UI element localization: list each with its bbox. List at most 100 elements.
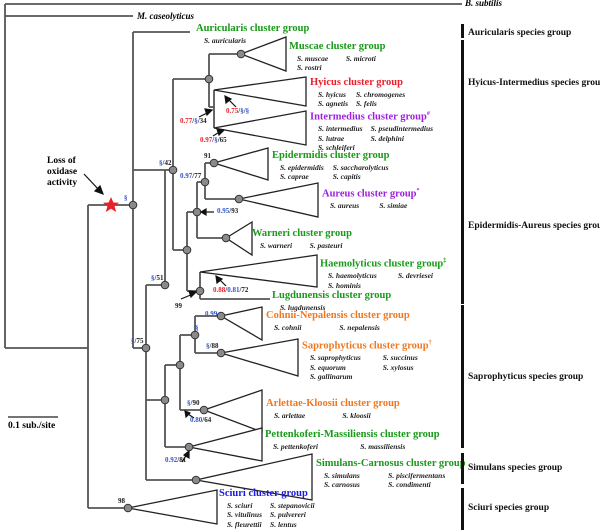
node-pettenkoferi xyxy=(184,442,194,452)
cluster-group-title: Lugdunensis cluster group xyxy=(272,290,392,301)
bracket-simulans xyxy=(461,453,464,484)
species-name: S. massiliensis xyxy=(360,441,406,451)
taxon-m-caseolyticus: M. caseolyticus xyxy=(137,11,194,21)
node-saprophyticus xyxy=(216,348,226,358)
arrowhead-icon xyxy=(93,184,105,196)
clade-saprophyticus xyxy=(220,338,299,377)
clade-warneri xyxy=(224,220,253,257)
species-name: S. xylosus xyxy=(382,362,414,372)
species-name: S. lugdunensis xyxy=(280,302,326,312)
node-hl xyxy=(195,286,205,296)
node-warneri xyxy=(221,233,231,243)
species-name: S. capitis xyxy=(332,172,361,181)
species-name: S. pseudintermedius xyxy=(370,124,434,133)
cluster-group-title: Cohnii-Nepalensis cluster group xyxy=(266,310,410,321)
species-name: S. aureus xyxy=(330,201,360,210)
species-name: S. pulvereri xyxy=(270,510,306,519)
species-group-label: Auricularis species group xyxy=(468,28,572,38)
species-name: S. sciuri xyxy=(227,500,253,510)
support-value: 0.99 xyxy=(205,310,218,318)
species-name: S. pettenkoferi xyxy=(273,441,318,451)
bracket-auricularis xyxy=(461,24,464,38)
cluster-group-title: Epidermidis cluster group xyxy=(272,150,390,161)
species-name: S. chromogenes xyxy=(356,89,406,99)
species-name: S. simulans xyxy=(324,470,360,480)
arrowhead-icon xyxy=(199,207,207,217)
node-ea2 xyxy=(192,207,202,217)
species-name: S. hyicus xyxy=(318,89,346,99)
species-name: S. muscae xyxy=(297,53,329,63)
species-name: S. pasteuri xyxy=(309,240,343,250)
node-75 xyxy=(141,343,151,353)
clade-hyicus xyxy=(213,76,307,107)
node-ea3 xyxy=(200,177,210,187)
species-name: S. vitulinus xyxy=(227,510,263,519)
species-name: S. gallinarum xyxy=(310,372,353,381)
species-name: S. fleurettii xyxy=(227,519,262,529)
node-sap xyxy=(160,395,170,405)
taxon-b-subtilis: B. subtilis xyxy=(465,0,503,8)
support-value: §/90 xyxy=(187,399,200,407)
species-name: S. cohnii xyxy=(274,322,302,332)
oxidase-annotation: Loss of oxidase activity xyxy=(47,156,78,188)
support-value: §/88 xyxy=(206,342,219,350)
clade-pettenkoferi xyxy=(188,427,263,462)
species-name: S. delphini xyxy=(370,133,404,143)
node-simulans xyxy=(191,475,201,485)
node-42 xyxy=(168,165,178,175)
clade-sciuri xyxy=(127,489,218,525)
support-value: 99 xyxy=(175,302,182,310)
support-value: 0.75/§/§ xyxy=(226,107,250,115)
node-sciuri xyxy=(123,503,133,513)
species-group-label: Epidermidis-Aureus species group xyxy=(468,221,600,231)
support-value: 0.97/77 xyxy=(180,172,202,180)
cluster-group-title: Auricularis cluster group xyxy=(196,23,310,34)
node-aureus xyxy=(234,194,244,204)
species-name: S. carnosus xyxy=(324,480,360,489)
species-name: S. intermedius xyxy=(318,124,363,133)
cluster-group-title: Simulans-Carnosus cluster group xyxy=(316,458,466,469)
species-name: S. haemolyticus xyxy=(328,271,377,280)
species-name: S. condimenti xyxy=(388,480,431,489)
support-value: §/75 xyxy=(131,337,144,345)
node-sap2 xyxy=(175,360,185,370)
species-name: S. felis xyxy=(356,99,377,108)
footnote-marker: ‡ xyxy=(443,258,447,264)
species-name: S. schleiferi xyxy=(318,143,355,152)
node-hi xyxy=(204,74,214,84)
footnote-marker: # xyxy=(426,111,430,117)
cluster-group-title: Sciuri cluster group xyxy=(219,488,308,499)
clade-muscae xyxy=(239,36,287,72)
cluster-group-label: Intermedius cluster group#S. intermedius… xyxy=(310,111,433,152)
species-name: S. microti xyxy=(345,53,376,63)
bracket-sciuri xyxy=(461,488,464,530)
bracket-epidermidis-aureus xyxy=(461,150,464,304)
node-sap3 xyxy=(190,330,200,340)
arrowhead-icon xyxy=(216,128,226,137)
species-name: S. caprae xyxy=(280,172,309,181)
cluster-group-title: Hyicus cluster group xyxy=(310,77,403,88)
clade-epidermidis xyxy=(211,147,269,181)
species-name: S. rostri xyxy=(297,63,322,72)
node-cohnii xyxy=(216,311,226,321)
tree-nodes xyxy=(123,49,246,513)
support-value: 98 xyxy=(118,497,125,505)
species-group-label: Sciuri species group xyxy=(468,503,550,513)
species-name: S. epidermidis xyxy=(280,162,324,172)
cluster-group-title: Saprophyticus cluster group† xyxy=(302,340,432,352)
arrowhead-icon xyxy=(215,274,224,285)
node-muscae xyxy=(236,49,246,59)
node-epidermidis xyxy=(209,158,219,168)
support-value: 91 xyxy=(204,152,211,160)
species-name: S. devriesei xyxy=(398,271,434,280)
cluster-group-title: Warneri cluster group xyxy=(252,228,352,239)
clade-haemolyticus xyxy=(199,254,318,288)
